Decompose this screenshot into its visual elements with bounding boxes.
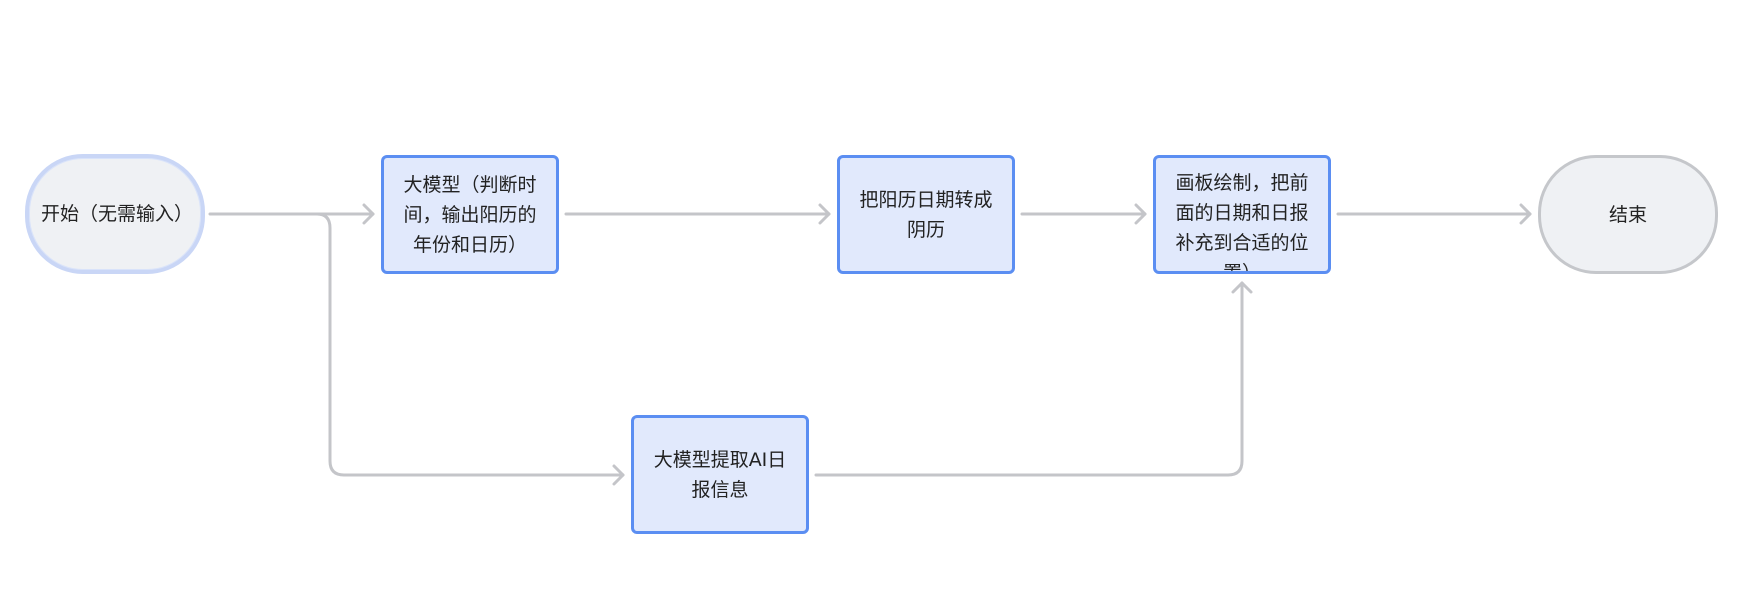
edge-line: [814, 281, 1244, 477]
arrowhead-icon: [362, 203, 375, 225]
canvas-draw-node[interactable]: 画板绘制，把前面的日期和日报补充到合适的位置）: [1153, 155, 1331, 274]
edge-llm-extract-to-canvas-draw[interactable]: [814, 281, 1253, 477]
convert-lunar-node[interactable]: 把阳历日期转成阴历: [837, 155, 1015, 274]
arrowhead-icon: [1519, 203, 1532, 225]
edge-line: [315, 212, 625, 477]
arrowhead-icon: [1134, 203, 1147, 225]
edge-convert-lunar-to-canvas-draw[interactable]: [1020, 203, 1147, 225]
edge-start-to-llm-date[interactable]: [208, 203, 375, 225]
llm-date-node[interactable]: 大模型（判断时间，输出阳历的年份和日历）: [381, 155, 559, 274]
end-node-label: 结束: [1608, 203, 1647, 226]
arrowhead-icon: [1231, 281, 1253, 294]
llm-extract-node-label: 大模型提取AI日报信息: [653, 448, 787, 501]
llm-date-node-label: 大模型（判断时间，输出阳历的年份和日历）: [403, 173, 537, 256]
start-node-label: 开始（无需输入）: [41, 203, 194, 225]
convert-lunar-node-label: 把阳历日期转成阴历: [859, 188, 993, 241]
edge-start-to-llm-extract[interactable]: [315, 212, 625, 486]
start-node[interactable]: 开始（无需输入）: [25, 154, 205, 274]
edge-canvas-draw-to-end[interactable]: [1336, 203, 1532, 225]
arrowhead-icon: [818, 203, 831, 225]
canvas-draw-node-label: 画板绘制，把前面的日期和日报补充到合适的位置）: [1175, 172, 1309, 274]
end-node[interactable]: 结束: [1538, 155, 1718, 274]
edge-llm-date-to-convert-lunar[interactable]: [564, 203, 831, 225]
llm-extract-node[interactable]: 大模型提取AI日报信息: [631, 415, 809, 534]
arrowhead-icon: [612, 464, 625, 486]
